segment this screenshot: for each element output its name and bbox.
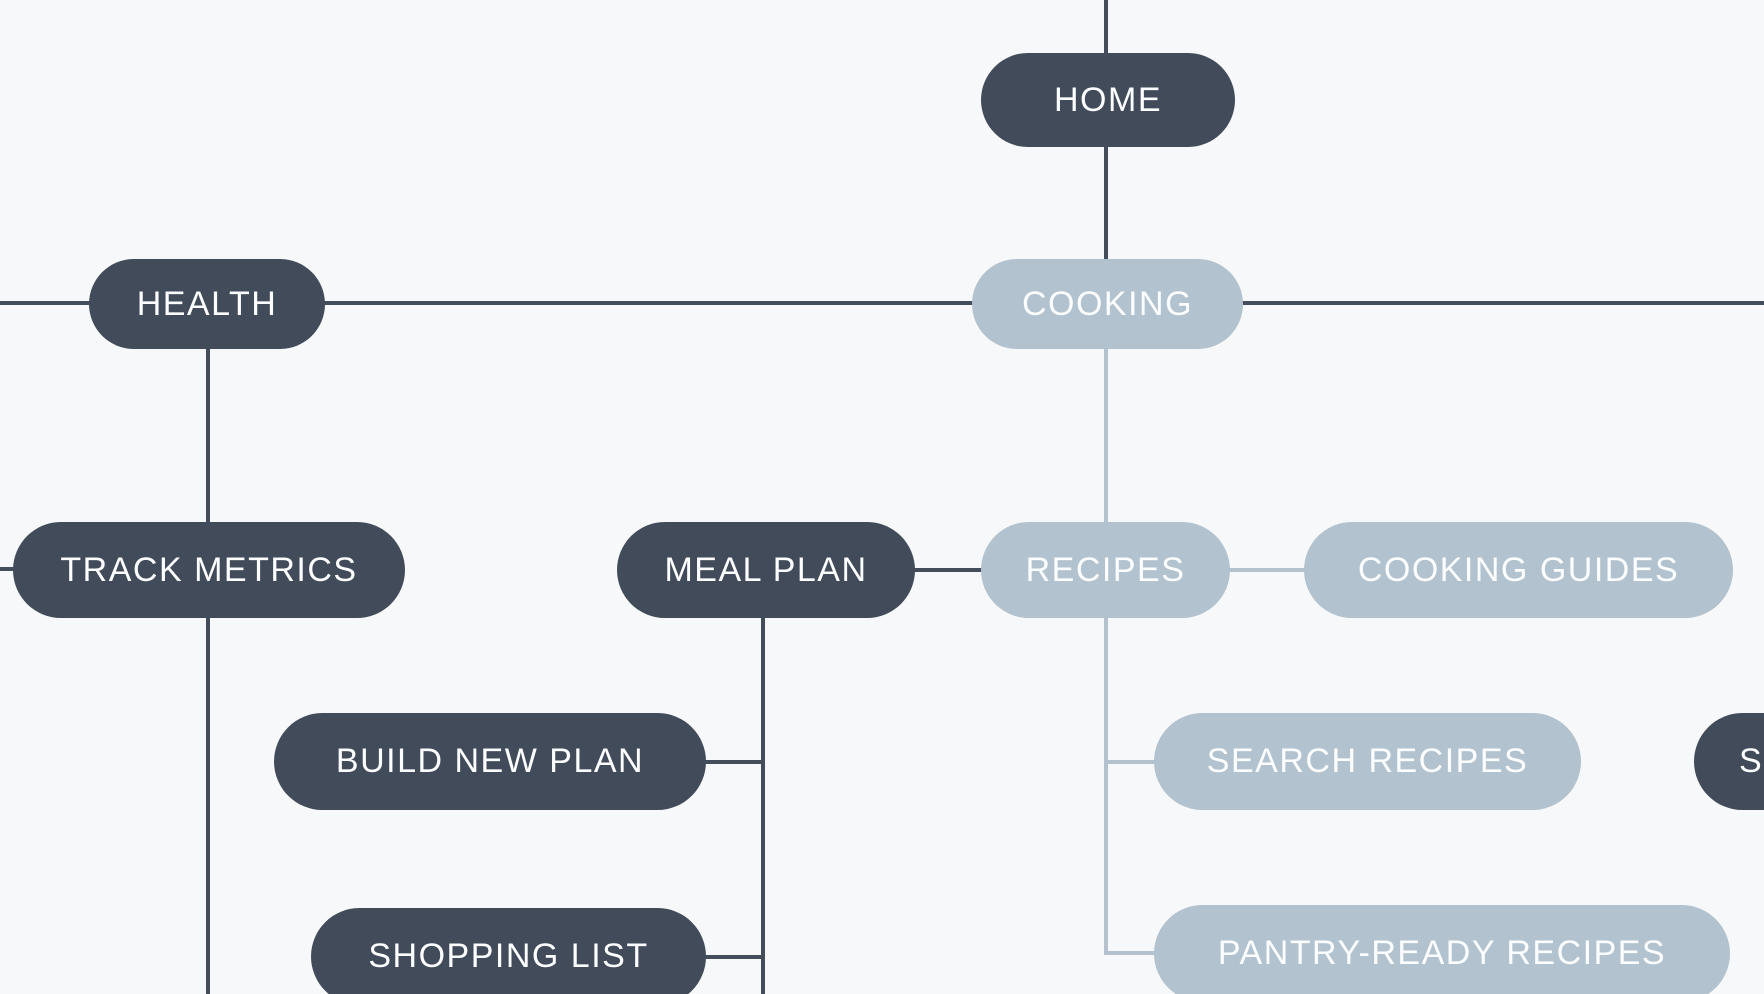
connector-health-branch <box>206 303 210 994</box>
connector-trunk-top <box>1104 0 1108 305</box>
connector-mealplan-branch <box>761 570 765 994</box>
connector-shopping-list-stub <box>680 955 765 959</box>
connector-pantry-ready-stub <box>1104 951 1164 955</box>
node-track-metrics[interactable]: TRACK METRICS <box>13 522 405 618</box>
node-partial-right[interactable]: S <box>1694 713 1764 810</box>
node-shopping-list[interactable]: SHOPPING LIST <box>311 908 706 994</box>
node-meal-plan[interactable]: MEAL PLAN <box>617 522 915 618</box>
node-health[interactable]: HEALTH <box>89 259 325 349</box>
node-build-new-plan[interactable]: BUILD NEW PLAN <box>274 713 706 810</box>
node-recipes[interactable]: RECIPES <box>981 522 1230 618</box>
node-home[interactable]: HOME <box>981 53 1235 147</box>
connector-search-recipes-stub <box>1104 760 1164 764</box>
connector-recipes-guides <box>1215 568 1315 572</box>
node-search-recipes[interactable]: SEARCH RECIPES <box>1154 713 1581 810</box>
connector-cooking-branch <box>1104 305 1108 955</box>
connector-mealplan-recipes <box>890 568 1000 572</box>
connector-build-new-plan-stub <box>680 760 765 764</box>
node-cooking[interactable]: COOKING <box>972 259 1243 349</box>
node-cooking-guides[interactable]: COOKING GUIDES <box>1304 522 1733 618</box>
node-pantry-ready-recipes[interactable]: PANTRY-READY RECIPES <box>1154 905 1730 994</box>
connector-main-horizontal <box>0 301 1764 305</box>
